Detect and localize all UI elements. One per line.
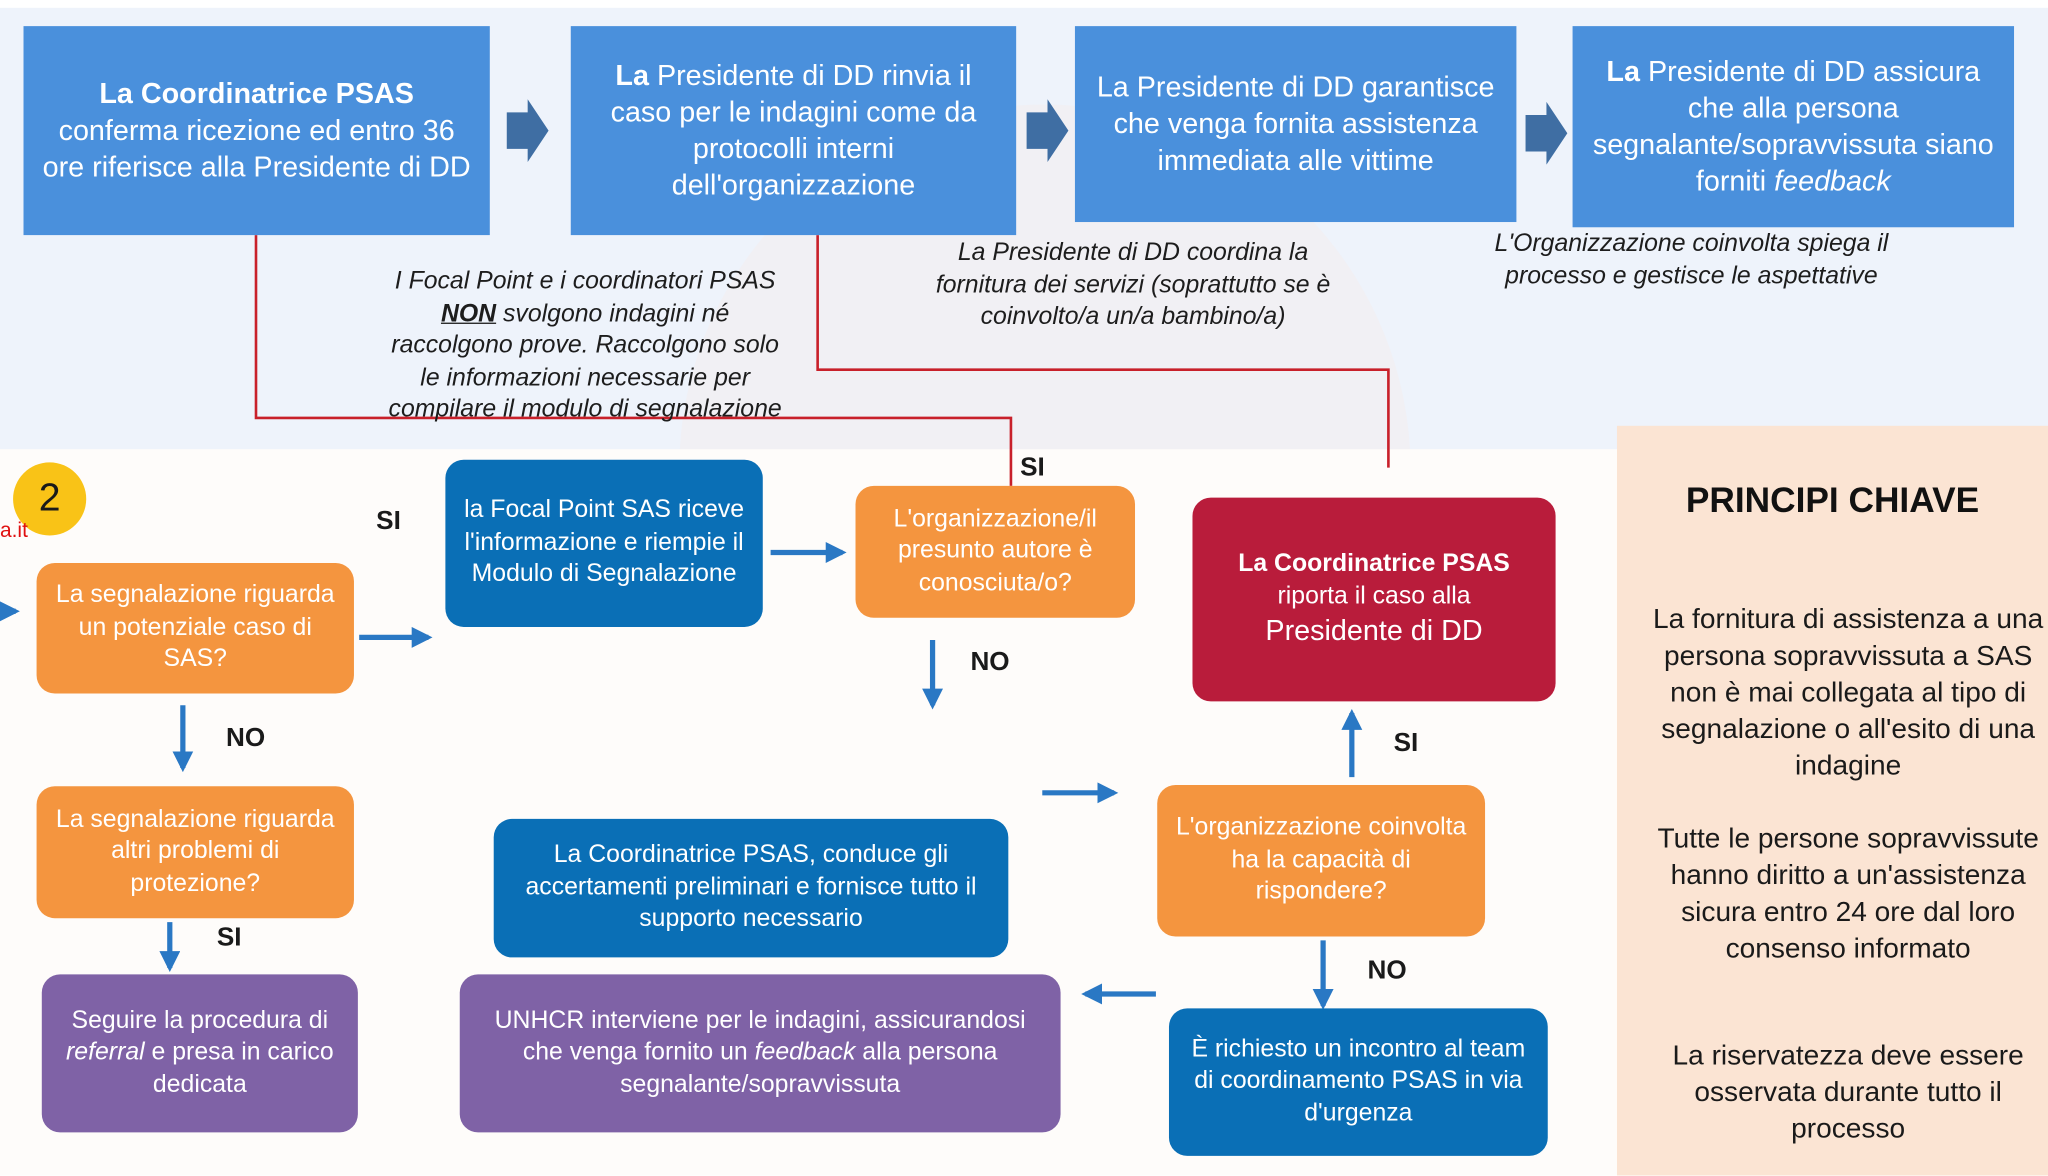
top-box-1-bold: La Coordinatrice PSAS bbox=[99, 77, 414, 110]
label-si-capacita: SI bbox=[1393, 728, 1419, 758]
label-si-sas: SI bbox=[376, 506, 401, 536]
question-conosciuta: L'organizzazione/il presunto autore è co… bbox=[855, 485, 1136, 618]
note-focal-strong: NON bbox=[440, 299, 497, 328]
top-box-2-text: Presidente di DD rinvia il caso per le i… bbox=[610, 58, 977, 202]
top-box-assicura: La Presidente di DD assicura che alla pe… bbox=[1572, 26, 2015, 228]
principle-1: La fornitura di assistenza a una persona… bbox=[1653, 603, 2044, 782]
principle-2: Tutte le persone sopravvissute hanno dir… bbox=[1657, 822, 2039, 964]
top-box-rinvia: La Presidente di DD rinvia il caso per l… bbox=[570, 26, 1017, 236]
referral-italic: referral bbox=[66, 1038, 145, 1067]
question-conosciuta-text: L'organizzazione/il presunto autore è co… bbox=[893, 505, 1097, 597]
red-box-bold: La Coordinatrice PSAS bbox=[1238, 550, 1510, 578]
question-altri-problemi-text: La segnalazione riguarda altri problemi … bbox=[55, 805, 335, 897]
red-line-presidente bbox=[816, 235, 1390, 468]
question-altri-problemi: La segnalazione riguarda altri problemi … bbox=[36, 786, 354, 919]
red-box-text2: Presidente di DD bbox=[1265, 614, 1483, 647]
edge-text-fragment: a.it bbox=[0, 519, 28, 543]
red-line-coordinatrice bbox=[254, 235, 1013, 486]
top-box-1-text: conferma ricezione ed entro 36 ore rifer… bbox=[42, 113, 471, 183]
principi-chiave-panel: PRINCIPI CHIAVE La fornitura di assisten… bbox=[1616, 425, 2048, 1176]
chevron-arrow-1 bbox=[506, 99, 549, 162]
question-capacita: L'organizzazione coinvolta ha la capacit… bbox=[1157, 784, 1486, 937]
question-capacita-text: L'organizzazione coinvolta ha la capacit… bbox=[1175, 814, 1467, 906]
top-box-3-text: La Presidente di DD garantisce che venga… bbox=[1096, 70, 1495, 177]
question-potenziale-sas-text: La segnalazione riguarda un potenziale c… bbox=[55, 581, 335, 673]
unhcr-post: alla persona segnalante/sopravvissuta bbox=[620, 1038, 998, 1099]
box-accertamenti-text: La Coordinatrice PSAS, conduce gli accer… bbox=[525, 841, 977, 933]
box-unhcr: UNHCR interviene per le indagini, assicu… bbox=[459, 974, 1061, 1133]
top-box-2-bold: La bbox=[615, 58, 649, 92]
top-box-4-text: Presidente di DD assicura che alla perso… bbox=[1592, 54, 1994, 198]
note-focal-pre: I Focal Point e i coordinatori PSAS bbox=[394, 267, 776, 296]
label-si-altri: SI bbox=[216, 923, 242, 953]
box-focal-point-text: la Focal Point SAS riceve l'informazione… bbox=[464, 496, 745, 589]
step-number-badge: 2 bbox=[13, 462, 87, 536]
box-riporta-presidente: La Coordinatrice PSAS riporta il caso all… bbox=[1192, 497, 1556, 702]
box-accertamenti: La Coordinatrice PSAS, conduce gli accer… bbox=[493, 818, 1009, 958]
box-incontro-urgenza: È richiesto un incontro al team di coord… bbox=[1168, 1008, 1548, 1156]
label-no-capacita: NO bbox=[1367, 956, 1407, 985]
red-box-text: riporta il caso alla bbox=[1277, 582, 1471, 610]
principle-3: La riservatezza deve essere osservata du… bbox=[1672, 1039, 2024, 1145]
top-box-garantisce: La Presidente di DD garantisce che venga… bbox=[1074, 26, 1517, 223]
chevron-arrow-2 bbox=[1026, 99, 1069, 162]
label-no-conosciuta: NO bbox=[970, 647, 1010, 677]
unhcr-pre: UNHCR interviene per le indagini, assicu… bbox=[494, 1006, 1026, 1067]
note-focal-post: svolgono indagini né raccolgono prove. R… bbox=[388, 299, 782, 424]
top-box-4-bold: La bbox=[1606, 54, 1640, 88]
label-si-conosciuta: SI bbox=[1020, 453, 1045, 482]
label-no-sas: NO bbox=[225, 723, 266, 753]
unhcr-italic: feedback bbox=[754, 1038, 856, 1067]
note-focal-point: I Focal Point e i coordinatori PSAS NON … bbox=[387, 266, 784, 426]
principi-chiave-title: PRINCIPI CHIAVE bbox=[1685, 480, 1980, 520]
box-incontro-text: È richiesto un incontro al team di coord… bbox=[1191, 1035, 1526, 1127]
box-focal-point: la Focal Point SAS riceve l'informazione… bbox=[445, 459, 763, 627]
box-referral: Seguire la procedura di referral e presa… bbox=[41, 974, 358, 1133]
top-box-4-italic: feedback bbox=[1774, 164, 1891, 198]
chevron-arrow-3 bbox=[1525, 101, 1568, 165]
referral-post: e presa in carico dedicata bbox=[151, 1038, 334, 1099]
note-coordina: La Presidente di DD coordina la fornitur… bbox=[935, 239, 1331, 331]
referral-pre: Seguire la procedura di bbox=[71, 1006, 329, 1035]
note-spiega: L'Organizzazione coinvolta spiega il pro… bbox=[1494, 229, 1889, 290]
question-potenziale-sas: La segnalazione riguarda un potenziale c… bbox=[36, 562, 354, 694]
